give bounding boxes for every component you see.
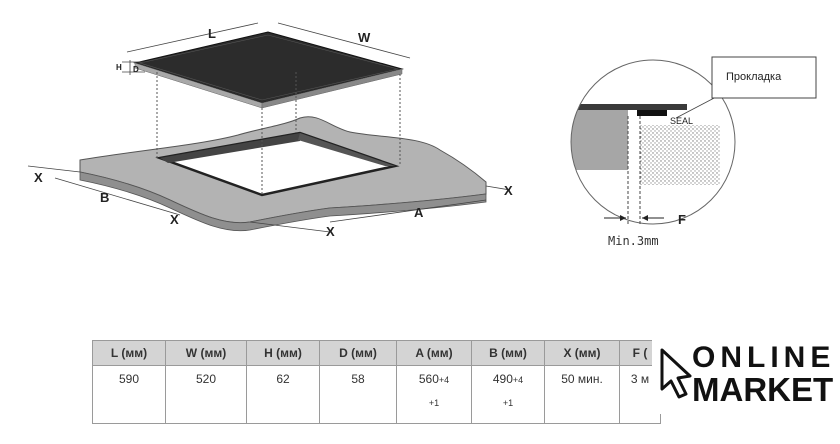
label-x-bottom-left: X <box>170 212 179 227</box>
cell-value: 490 <box>492 372 513 386</box>
col-header: X (мм) <box>544 340 620 366</box>
callout-label: Прокладка <box>726 71 782 83</box>
seal-detail <box>570 59 736 225</box>
online-market-logo: ONLINE MARKET <box>652 338 840 414</box>
label-l: L <box>208 26 216 41</box>
callout-box <box>711 56 817 99</box>
logo-line2: MARKET <box>692 371 834 408</box>
seal-label: SEAL <box>670 116 693 126</box>
label-a: A <box>414 205 424 220</box>
col-header: L (мм) <box>92 340 166 366</box>
dimension-lines <box>27 22 511 233</box>
label-x-right: X <box>504 183 513 198</box>
label-x-left: X <box>34 170 43 185</box>
min-clearance-label: Min.3mm <box>608 234 659 248</box>
cell-tolerance-plus: +4 <box>512 375 524 385</box>
col-header: W (мм) <box>165 340 247 366</box>
table-cell: 58 <box>319 365 397 424</box>
cell-value: 560 <box>418 372 439 386</box>
label-h: H <box>116 63 122 72</box>
table-cell: 560+4 +1 <box>396 365 472 424</box>
cell-tolerance-minus: +1 <box>428 398 440 408</box>
table-cell: 520 <box>165 365 247 424</box>
dimensions-table: L (мм) W (мм) H (мм) D (мм) A (мм) B (мм… <box>92 340 661 424</box>
projection-lines <box>156 72 401 195</box>
label-d: D <box>133 65 139 74</box>
cursor-icon <box>660 348 692 399</box>
label-f: F <box>678 212 686 227</box>
logo-line1: ONLINE <box>692 341 836 374</box>
cell-tolerance-plus: +4 <box>438 375 450 385</box>
table-row: 590 520 62 58 560+4 +1 490+4 +1 50 мин. … <box>92 365 661 424</box>
col-header: H (мм) <box>246 340 320 366</box>
label-b: B <box>100 190 109 205</box>
table-cell: 50 мин. <box>544 365 620 424</box>
cell-tolerance-minus: +1 <box>502 398 514 408</box>
label-w: W <box>358 30 371 45</box>
col-header: A (мм) <box>396 340 472 366</box>
table-header-row: L (мм) W (мм) H (мм) D (мм) A (мм) B (мм… <box>92 340 661 366</box>
label-x-bottom: X <box>326 224 335 239</box>
table-cell: 590 <box>92 365 166 424</box>
table-cell: 62 <box>246 365 320 424</box>
col-header: D (мм) <box>319 340 397 366</box>
col-header: B (мм) <box>471 340 545 366</box>
countertop <box>79 116 487 232</box>
table-cell: 490+4 +1 <box>471 365 545 424</box>
